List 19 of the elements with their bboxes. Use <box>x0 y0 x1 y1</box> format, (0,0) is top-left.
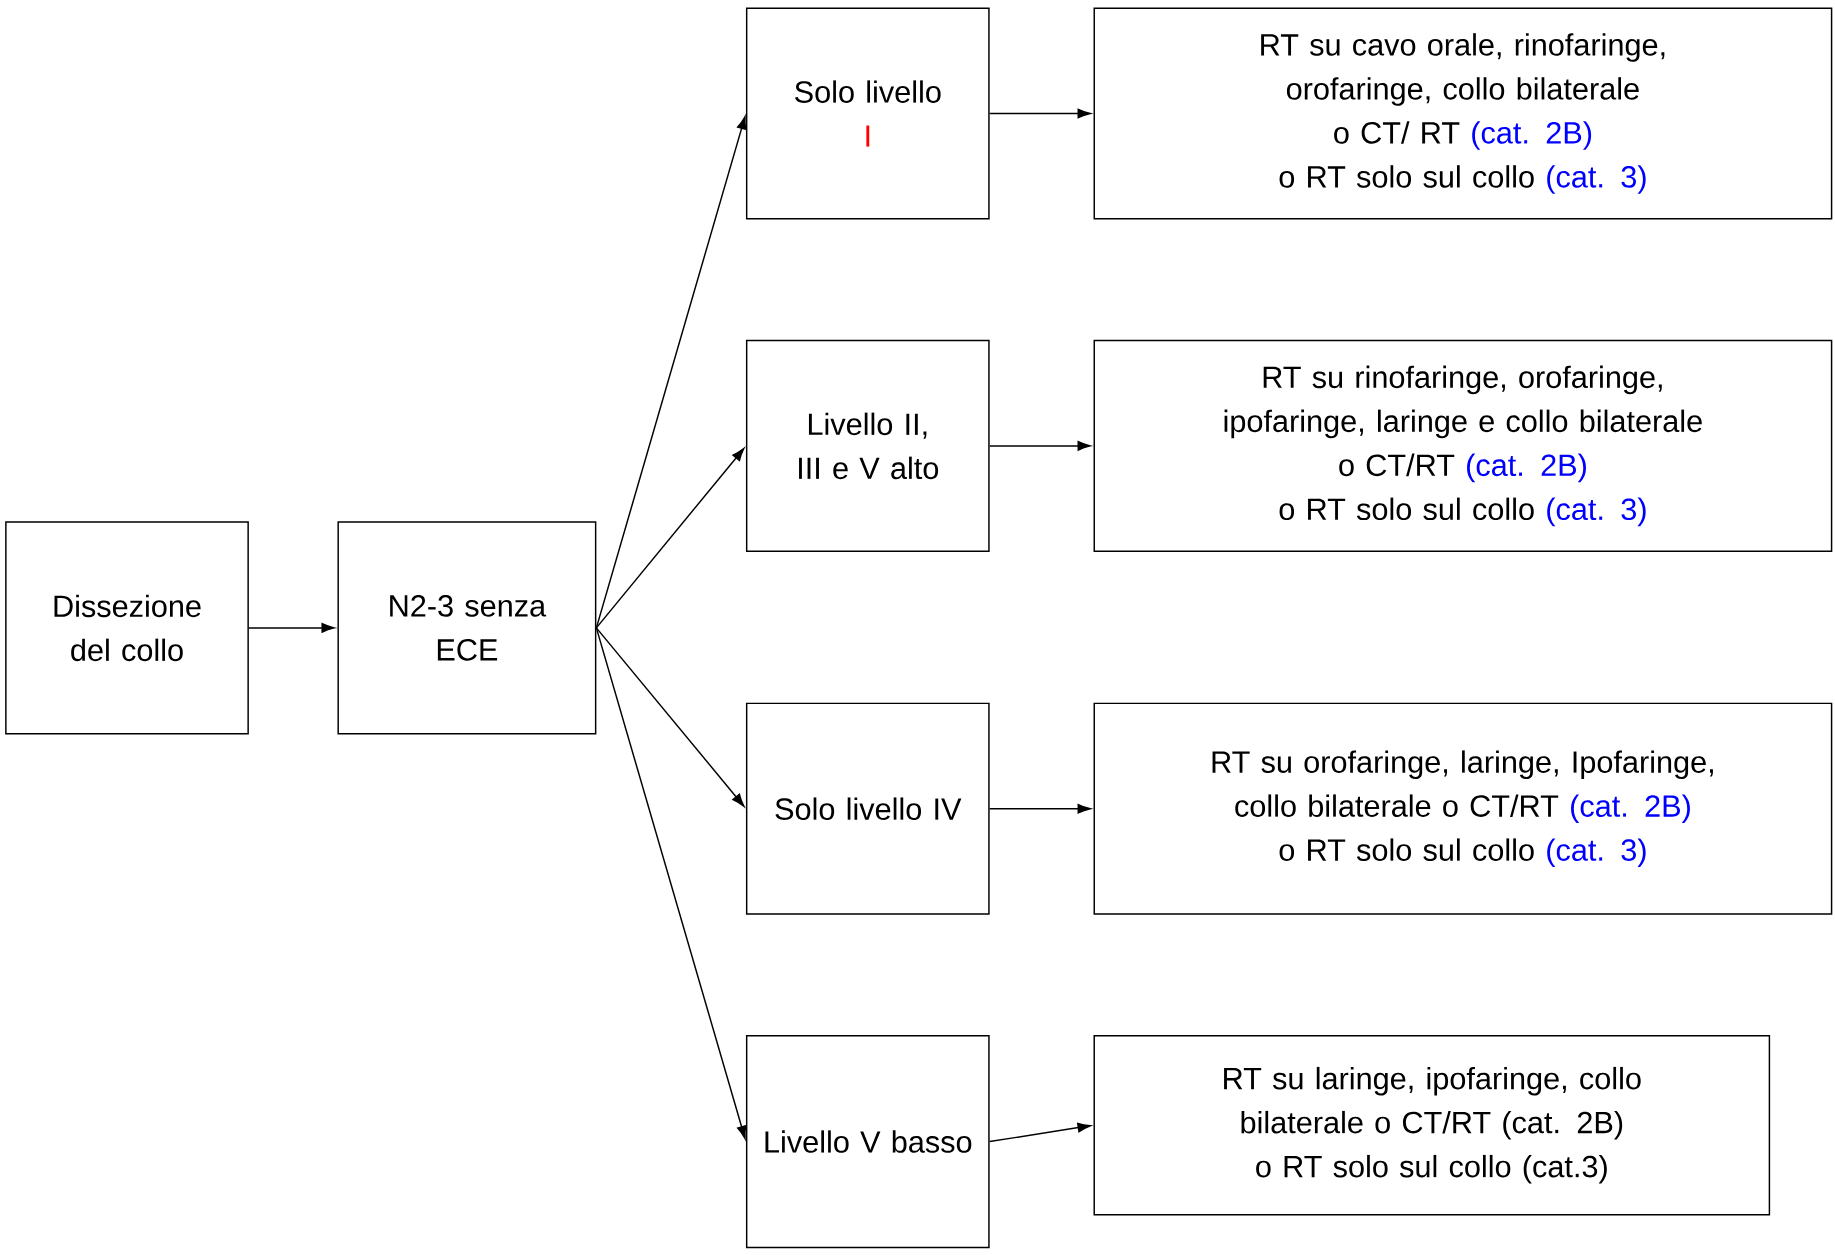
arrow <box>988 441 1091 451</box>
process-box: Solo livello IV <box>745 702 990 915</box>
arrow <box>988 1122 1091 1143</box>
process-box: RT su laringe, ipofaringe, collo bilaterale o CT/RT (cat. 2B) o RT solo sul collo (cat.3) <box>1093 1034 1771 1216</box>
process-box: Livello V basso <box>745 1034 990 1249</box>
process-box: RT su orofaringe, laringe, Ipofaringe, collo bilaterale o CT/RT (cat. 2B) o RT solo sul collo (cat. 3) <box>1093 702 1833 915</box>
process-box: RT su cavo orale, rinofaringe, orofaringe, collo bilaterale o CT/ RT (cat. 2B) o RT solo sul collo (cat. 3) <box>1093 7 1833 220</box>
arrow <box>988 803 1091 814</box>
arrow <box>988 108 1091 119</box>
arrow <box>595 116 747 629</box>
process-box: Livello II, III e V alto <box>745 339 990 552</box>
process-box: Dissezione del collo <box>5 521 249 735</box>
arrow <box>595 447 745 629</box>
arrow <box>595 627 747 1140</box>
process-box: N2-3 senza ECE <box>337 521 597 735</box>
arrow <box>595 627 745 807</box>
process-box: RT su rinofaringe, orofaringe, ipofaringe, laringe e collo bilaterale o CT/RT (cat. 2B) o RT solo sul collo (cat. 3) <box>1093 339 1833 552</box>
process-box: Solo livello I <box>745 7 990 220</box>
arrow <box>248 623 335 633</box>
